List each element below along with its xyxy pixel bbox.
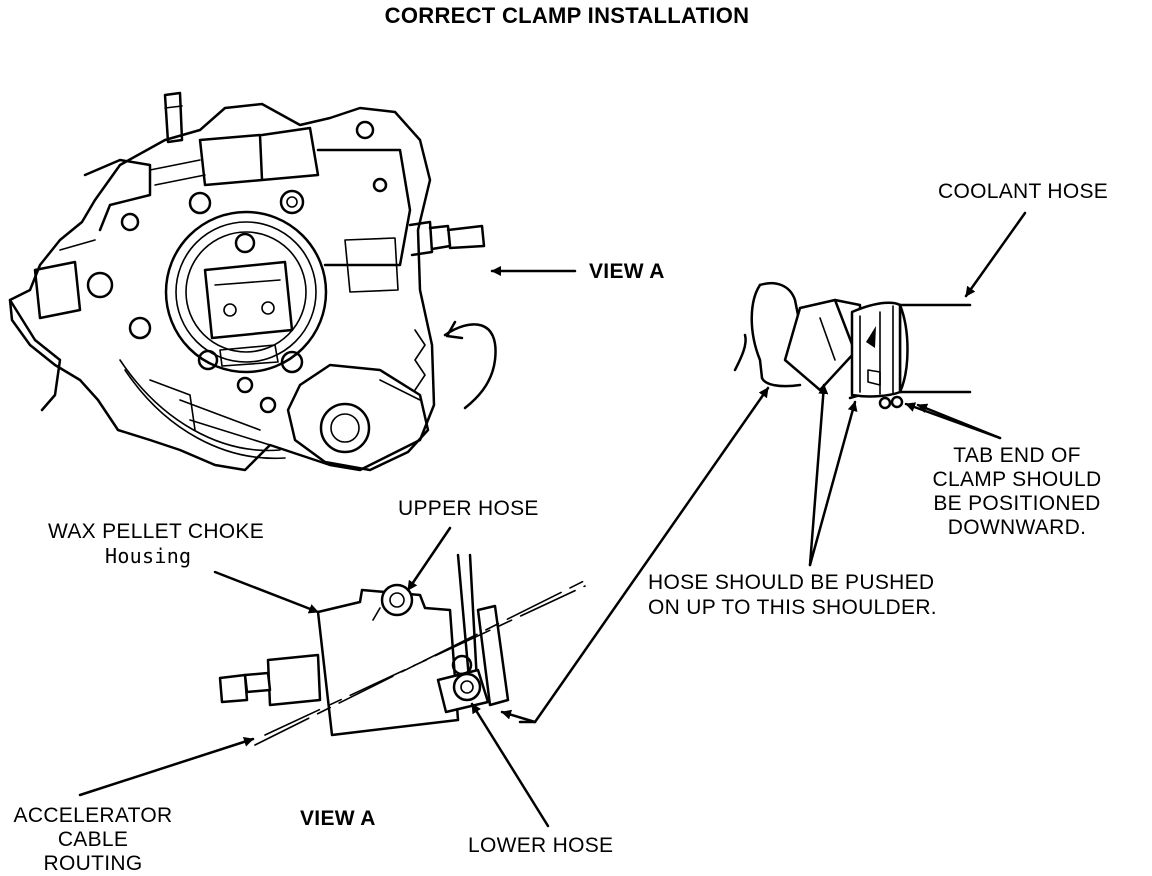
wax-pellet-line-1: WAX PELLET CHOKE [48,520,265,543]
diagram-title: CORRECT CLAMP INSTALLATION [384,3,750,28]
hose-clamp-illustration [733,281,972,410]
tab-end-label: TAB END OF CLAMP SHOULD BE POSITIONED DO… [908,444,1126,540]
hose-pushed-line-2: ON UP TO THIS SHOULDER. [648,596,937,619]
carburetor-illustration [8,91,497,472]
view-a-illustration [218,553,591,746]
accelerator-line-2: CABLE [57,828,129,851]
hose-pushed-label: HOSE SHOULD BE PUSHED ON UP TO THIS SHOU… [648,570,937,620]
tab-end-line-4: DOWNWARD. [947,516,1087,539]
coolant-hose-label: COOLANT HOSE [938,180,1109,203]
accelerator-line-3: ROUTING [43,852,143,875]
hose-pushed-line-1: HOSE SHOULD BE PUSHED [648,571,935,594]
tab-end-line-2: CLAMP SHOULD [932,468,1102,491]
tab-end-line-3: BE POSITIONED [933,492,1101,515]
accelerator-cable-label: ACCELERATOR CABLE ROUTING [0,804,186,876]
wax-pellet-line-2: Housing [105,544,192,568]
accelerator-line-1: ACCELERATOR [13,804,173,827]
view-a-pointer-label: VIEW A [589,260,665,283]
view-a-caption: VIEW A [300,807,376,830]
lower-hose-label: LOWER HOSE [468,834,614,857]
tab-end-line-1: TAB END OF [953,444,1081,467]
upper-hose-label: UPPER HOSE [398,497,539,520]
wax-pellet-choke-label: WAX PELLET CHOKE Housing [48,520,264,568]
